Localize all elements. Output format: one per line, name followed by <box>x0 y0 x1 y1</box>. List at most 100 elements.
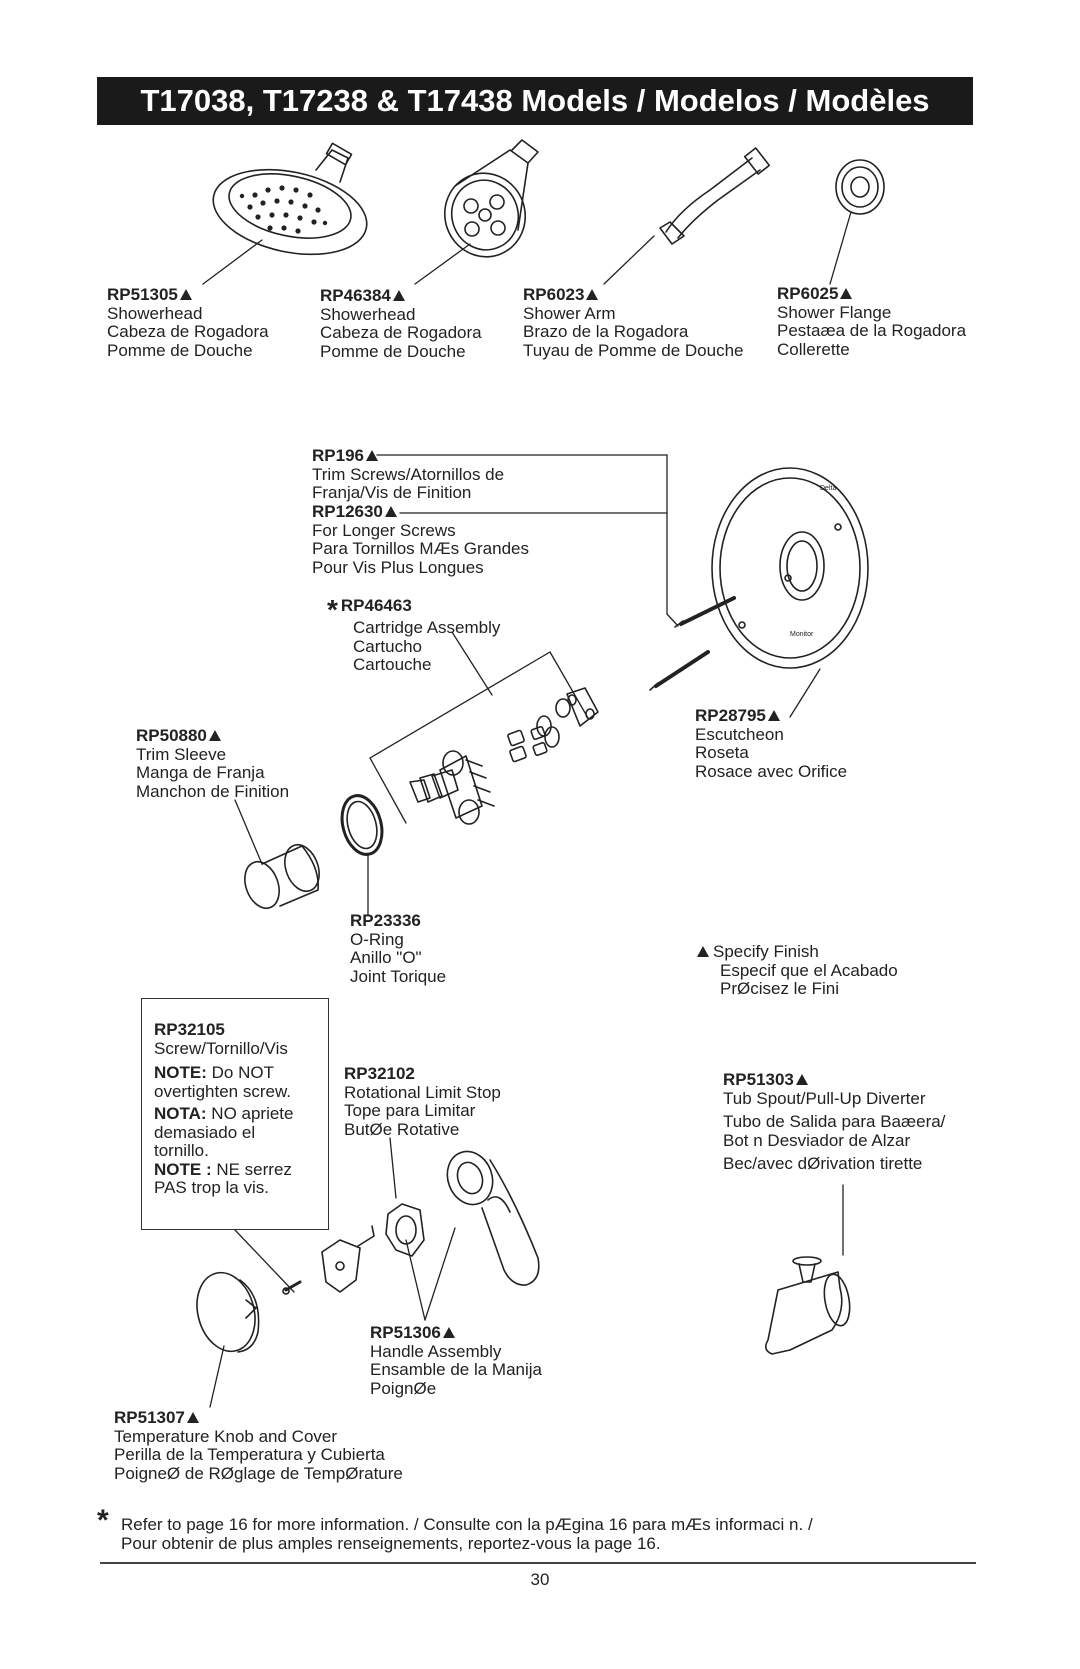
part-label-rp196: RP196 Trim Screws/Atornillos de Franja/V… <box>312 446 505 503</box>
trim-sleeve-drawing <box>244 843 320 910</box>
part-desc: Bec/avec dØrivation tirette <box>723 1154 923 1173</box>
page-title-banner: T17038, T17238 & T17438 Models / Modelos… <box>97 77 973 125</box>
part-label-rp6023: RP6023 Shower Arm Brazo de la Rogadora T… <box>523 285 744 360</box>
page-number: 30 <box>530 1570 550 1589</box>
part-label-rp51306: RP51306 Handle Assembly Ensamble de la M… <box>370 1323 542 1398</box>
shower-flange-drawing <box>835 159 885 215</box>
part-desc: Pomme de Douche <box>320 341 466 361</box>
finish-legend-text: PrØcisez le Fini <box>720 979 840 998</box>
screw-note-content: RP32105 Screw/Tornillo/Vis NOTE: Do NOT … <box>154 1020 294 1198</box>
part-code: RP51307 <box>114 1408 185 1427</box>
part-desc: Screw/Tornillo/Vis <box>154 1038 288 1058</box>
note-label: NOTE : <box>154 1159 212 1179</box>
part-code: RP46384 <box>320 286 391 305</box>
finish-triangle-icon <box>795 1074 808 1085</box>
part-desc: Cartucho <box>353 636 422 656</box>
part-desc: Roseta <box>695 743 749 762</box>
star-marker: * <box>327 594 338 625</box>
part-desc: Bot n Desviador de Alzar <box>723 1130 911 1150</box>
part-label-rp51307: RP51307 Temperature Knob and Cover Peril… <box>114 1408 403 1483</box>
trim-screws-drawing <box>649 596 736 691</box>
shower-arm-drawing <box>659 147 771 245</box>
part-desc: Tub Spout/Pull-Up Diverter <box>723 1088 926 1108</box>
part-label-rp12630: RP12630 For Longer Screws Para Tornillos… <box>312 502 529 577</box>
part-desc: Cabeza de Rogadora <box>107 322 269 341</box>
o-ring-drawing <box>340 794 384 856</box>
part-desc: Escutcheon <box>695 724 784 744</box>
note-text: tornillo. <box>154 1141 209 1160</box>
part-desc: Tubo de Salida para Baæera/ <box>723 1112 946 1131</box>
finish-triangle-icon <box>208 730 221 741</box>
footer-divider <box>100 1562 976 1564</box>
part-desc: Shower Arm <box>523 303 616 323</box>
part-label-rp28795: RP28795 Escutcheon Roseta Rosace avec Or… <box>695 706 848 781</box>
star-marker: * <box>97 1504 109 1537</box>
finish-triangle-icon <box>392 290 405 301</box>
part-desc: Cabeza de Rogadora <box>320 323 482 342</box>
note-text: demasiado el <box>154 1122 256 1142</box>
part-desc: Handle Assembly <box>370 1341 502 1361</box>
part-desc: Tope para Limitar <box>344 1101 476 1120</box>
part-desc: Trim Sleeve <box>136 744 227 764</box>
part-desc: ButØe Rotative <box>344 1119 460 1139</box>
part-desc: Franja/Vis de Finition <box>312 483 472 502</box>
part-code: RP196 <box>312 446 364 465</box>
part-desc: Showerhead <box>320 304 416 324</box>
finish-legend: Specify Finish Especif que el Acabado Pr… <box>697 942 898 999</box>
part-desc: Brazo de la Rogadora <box>523 322 689 341</box>
tub-spout-drawing <box>764 1256 851 1355</box>
part-label-rp46463: *RP46463 Cartridge Assembly Cartucho Car… <box>327 594 501 675</box>
footnote: * Refer to page 16 for more information.… <box>97 1506 813 1554</box>
part-desc: Trim Screws/Atornillos de <box>312 464 505 484</box>
part-desc: Cartridge Assembly <box>353 618 501 637</box>
part-desc: PoigneØ de RØglage de TempØrature <box>114 1463 403 1483</box>
svg-text:Delta: Delta <box>820 485 836 492</box>
footnote-text: Refer to page 16 for more information. /… <box>121 1515 813 1534</box>
part-desc: Showerhead <box>107 303 203 323</box>
part-code: RP23336 <box>350 911 421 930</box>
part-desc: Pour Vis Plus Longues <box>312 557 484 577</box>
cartridge-assembly-drawing <box>409 687 599 825</box>
limit-stop-drawing <box>385 1203 425 1257</box>
note-text: overtighten screw. <box>154 1081 292 1101</box>
part-code: RP12630 <box>312 502 383 521</box>
finish-triangle-icon <box>365 450 378 461</box>
part-label-rp32102: RP32102 Rotational Limit Stop Tope para … <box>344 1064 501 1139</box>
escutcheon-drawing: Delta Monitor <box>711 467 869 669</box>
finish-triangle-icon <box>442 1327 455 1338</box>
part-code: RP50880 <box>136 726 207 745</box>
part-label-rp23336: RP23336 O-Ring Anillo "O" Joint Torique <box>350 911 447 986</box>
finish-triangle-icon <box>186 1412 199 1423</box>
part-desc: Joint Torique <box>350 966 447 986</box>
finish-triangle-icon <box>697 946 709 957</box>
finish-triangle-icon <box>179 289 192 300</box>
note-text: NE serrez <box>211 1159 292 1179</box>
part-desc: Pestaæa de la Rogadora <box>777 321 967 340</box>
part-label-rp51303: RP51303 Tub Spout/Pull-Up Diverter Tubo … <box>723 1070 946 1174</box>
temperature-knob-drawing <box>196 1271 260 1353</box>
note-text: PAS trop la vis. <box>154 1178 269 1197</box>
part-desc: Rotational Limit Stop <box>344 1082 501 1102</box>
part-desc: Cartouche <box>353 655 432 674</box>
part-desc: Manga de Franja <box>136 763 265 782</box>
part-code: RP32105 <box>154 1020 225 1039</box>
leader-lines <box>202 211 852 1408</box>
finish-triangle-icon <box>586 289 599 300</box>
page-title: T17038, T17238 & T17438 Models / Modelos… <box>140 83 930 118</box>
part-desc: O-Ring <box>350 929 404 949</box>
part-desc: Para Tornillos MÆs Grandes <box>312 539 529 558</box>
svg-text:Monitor: Monitor <box>790 631 814 638</box>
part-desc: Temperature Knob and Cover <box>114 1426 338 1446</box>
part-code: RP6023 <box>523 285 585 304</box>
part-code: RP6025 <box>777 284 839 303</box>
screw-drawing <box>282 1280 302 1295</box>
part-label-rp46384: RP46384 Showerhead Cabeza de Rogadora Po… <box>320 286 482 361</box>
part-desc: Manchon de Finition <box>136 781 290 801</box>
note-text: Do NOT <box>206 1063 274 1082</box>
part-desc: Rosace avec Orifice <box>695 761 848 781</box>
part-desc: For Longer Screws <box>312 520 456 540</box>
part-code: RP51305 <box>107 285 178 304</box>
finish-triangle-icon <box>840 288 853 299</box>
note-text: NO apriete <box>206 1104 294 1123</box>
